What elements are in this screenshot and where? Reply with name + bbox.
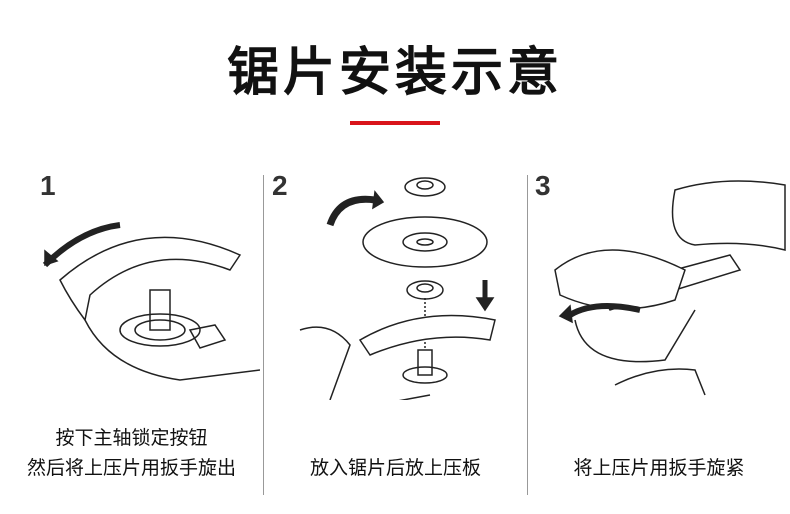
divider — [263, 175, 264, 495]
page-title: 锯片安装示意 — [226, 43, 563, 103]
step-1-illustration — [42, 222, 260, 381]
step-number-3: 3 — [535, 170, 551, 201]
step-2-caption: 放入锯片后放上压板 — [264, 453, 527, 483]
step-number-2: 2 — [272, 170, 288, 201]
step-3-caption: 将上压片用扳手旋紧 — [528, 453, 790, 483]
step-3-illustration — [554, 180, 786, 396]
step-number-1: 1 — [40, 170, 56, 201]
step-2-illustration — [299, 177, 496, 400]
caption-line: 将上压片用扳手旋紧 — [573, 457, 745, 479]
divider — [527, 175, 528, 495]
caption-line: 放入锯片后放上压板 — [309, 457, 481, 479]
caption-line: 按下主轴锁定按钮 — [55, 427, 208, 449]
caption-line: 然后将上压片用扳手旋出 — [26, 457, 236, 479]
title-underline — [350, 121, 440, 125]
step-1-caption: 按下主轴锁定按钮 然后将上压片用扳手旋出 — [0, 423, 263, 483]
